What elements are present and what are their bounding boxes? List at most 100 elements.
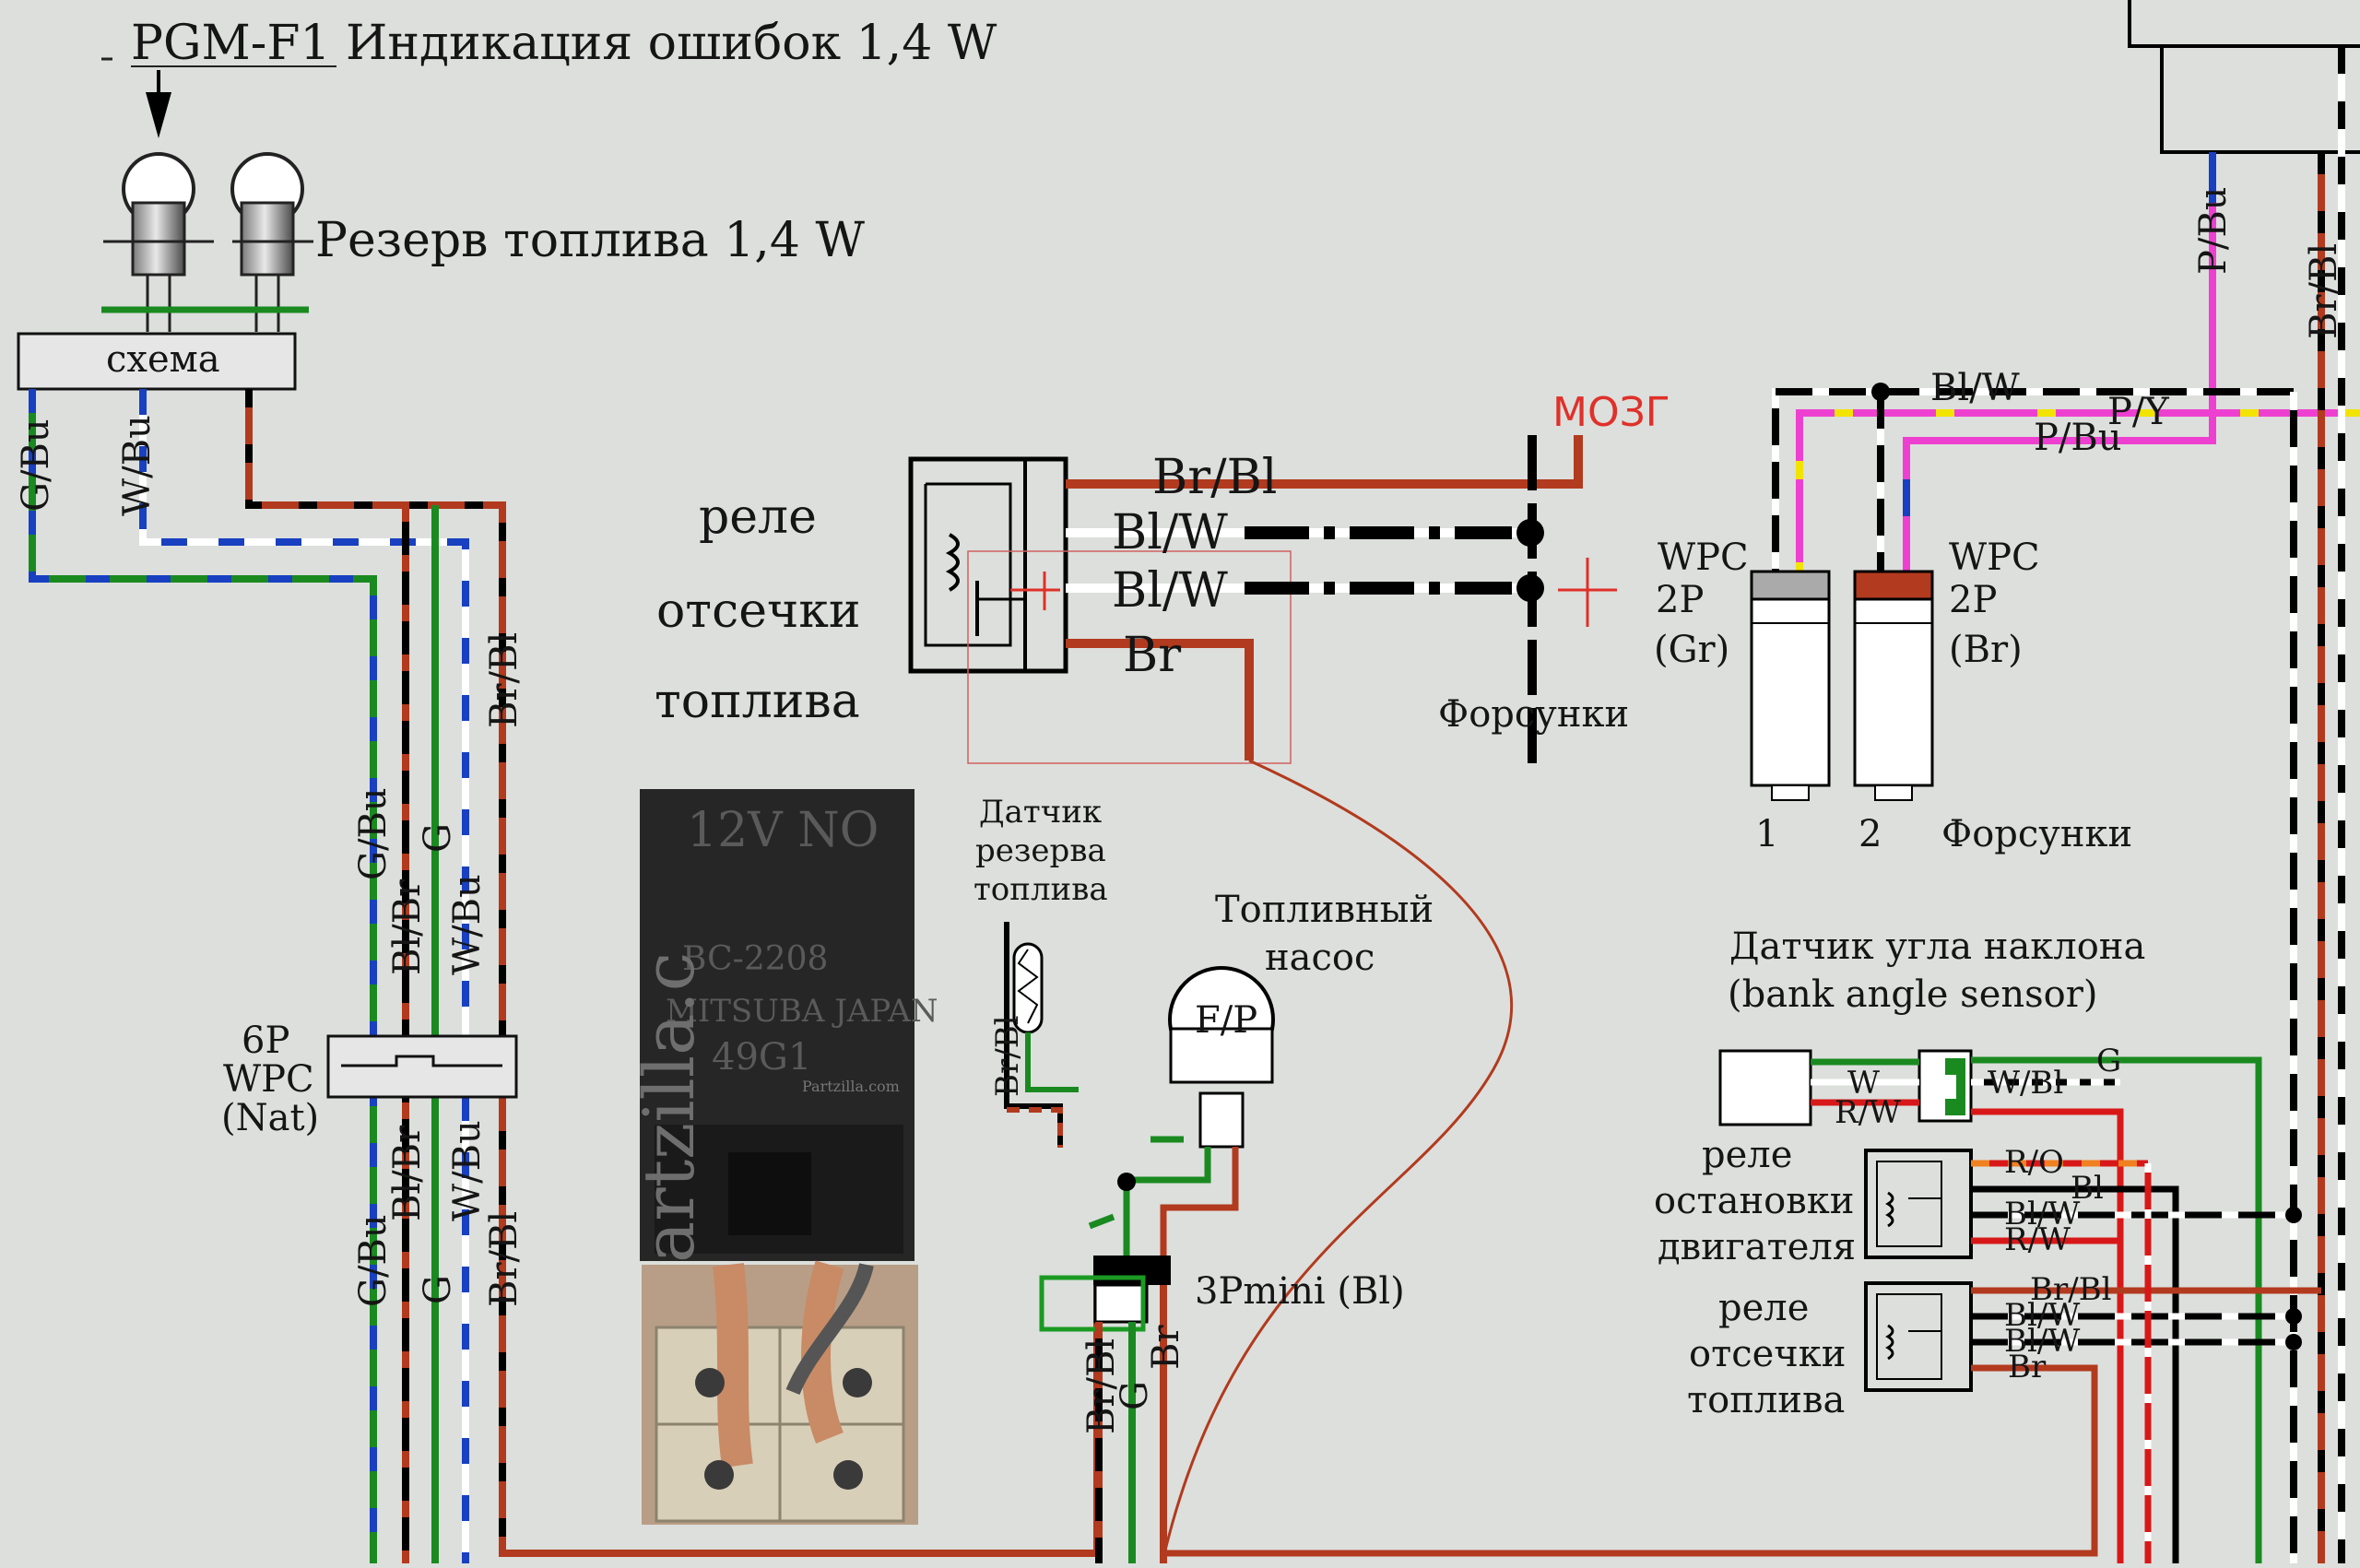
wpc-6p-connector <box>326 1034 518 1099</box>
relay-main-line1: реле <box>699 489 817 545</box>
relay-wire-br: Br <box>1123 628 1181 683</box>
relay-main-line3: топлива <box>655 674 860 729</box>
top-right-wires <box>1772 46 2360 1563</box>
wire-label-bl-br-mid: Bl/Br <box>386 878 429 975</box>
wire-label-w-bu-mid: W/Bu <box>446 874 489 975</box>
photo-text-4: 49G1 <box>712 1036 811 1079</box>
photo-text-3: MITSUBA JAPAN <box>666 993 938 1030</box>
relay-photo: 12V NO BC-2208 MITSUBA JAPAN 49G1 Partzi… <box>628 789 938 1263</box>
wpc-gr-line1: WPC <box>1658 536 1749 579</box>
wire-label-g-bot: G <box>417 1275 459 1304</box>
ecu-wire-p-bu: P/Bu <box>2192 186 2235 275</box>
main-relay-symbol <box>908 456 1292 764</box>
cut-relay-line3: топлива <box>1687 1379 1845 1421</box>
fuel-pump-wires <box>1088 1136 1239 1263</box>
ecu-wire-br-bl: Br/Bl <box>2303 243 2345 339</box>
fuel-reserve-lamp <box>230 152 313 332</box>
relay-bank-bl-w-1: Bl/W <box>2004 1196 2080 1232</box>
injector-1 <box>1750 570 1831 801</box>
ecu-wire-p-bu-2: P/Bu <box>2034 417 2122 459</box>
wire-label-g-bu-top: G/Bu <box>15 419 57 512</box>
fuel-pump-line2: насос <box>1265 937 1375 979</box>
title-text: PGM-F1 Индикация ошибок 1,4 W <box>131 16 997 71</box>
wire-label-g-bu-mid: G/Bu <box>352 787 395 880</box>
wpc-br-line3: (Br) <box>1949 629 2023 671</box>
mini3p-wire-br-bl: Br/Bl <box>1080 1338 1123 1434</box>
stop-relay-line2: остановки <box>1654 1180 1854 1222</box>
wpc-br-line1: WPC <box>1949 536 2040 579</box>
bank-wire-g: G <box>2096 1043 2121 1079</box>
photo-brand: Partzilla.com <box>802 1078 900 1095</box>
relay-bank-br: Br <box>2008 1349 2047 1385</box>
photo-text-2: BC-2208 <box>682 940 828 978</box>
relay-main-line2: отсечки <box>656 584 861 639</box>
wpc6p-line3: (Nat) <box>221 1097 319 1139</box>
wpc6p-line1: 6P <box>242 1020 289 1062</box>
schema-label: схема <box>106 338 220 381</box>
fuel-pump-symbol: F/P <box>1168 966 1275 1149</box>
wire-label-bl-br-bot: Bl/Br <box>386 1125 429 1221</box>
arrow-down-icon <box>146 92 171 138</box>
relay-bank-wires <box>1163 1160 2321 1563</box>
ecu-wire-bl-w: Bl/W <box>1930 367 2020 409</box>
fuel-sensor-symbol <box>1004 922 1079 1148</box>
wire-label-br-bl-bot: Br/Bl <box>483 1211 525 1307</box>
fuel-sensor-line1: Датчик <box>979 794 1102 831</box>
mini-3p-connector <box>1039 1256 1171 1332</box>
wpc6p-line2: WPC <box>223 1058 314 1101</box>
cut-relay-line2: отсечки <box>1689 1333 1846 1375</box>
relay-bank-bl-w-3: Bl/W <box>2004 1323 2080 1360</box>
wpc-br-line2: 2P <box>1949 579 1997 621</box>
mini3p-wires <box>1095 1285 1167 1563</box>
injector-num-2: 2 <box>1858 813 1882 855</box>
fuel-pump-line1: Топливный <box>1215 889 1434 931</box>
wire-label-w-bu-top: W/Bu <box>116 415 159 516</box>
bank-sensor-line2: (bank angle sensor) <box>1728 973 2097 1016</box>
injector-num-1: 1 <box>1755 813 1778 855</box>
photo-text-1: 12V NO <box>687 803 879 858</box>
fuel-reserve-lamp-label: Резерв топлива 1,4 W <box>315 213 865 268</box>
bank-wire-w: W <box>1847 1065 1880 1102</box>
schema-box <box>17 332 297 391</box>
relay-bank-r-o: R/O <box>2004 1144 2064 1181</box>
ecu-wire-p-y: P/Y <box>2107 391 2169 433</box>
stop-relay-line1: реле <box>1702 1134 1792 1176</box>
injector-2 <box>1853 570 1934 801</box>
relay-wire-bl-w-1: Bl/W <box>1112 505 1228 560</box>
cut-relay-symbol <box>1864 1281 1973 1392</box>
bank-wire-r-w: R/W <box>1835 1094 1901 1131</box>
stop-relay-line3: двигателя <box>1658 1226 1856 1268</box>
injectors-label-right: Форсунки <box>1941 813 2132 855</box>
warning-lamp-pgm <box>103 152 214 332</box>
fuel-sensor-line3: топлива <box>974 871 1108 908</box>
mini3p-wire-g: G <box>1114 1381 1156 1410</box>
mini3p-wire-br: Br <box>1145 1325 1187 1370</box>
bank-sensor-wires <box>1811 1056 2262 1563</box>
bank-wire-w-bl: W/Bl <box>1988 1065 2063 1102</box>
relay-output-wires <box>1066 435 1583 1559</box>
relay-bank-r-w: R/W <box>2004 1221 2071 1258</box>
wpc-gr-line2: 2P <box>1656 579 1704 621</box>
relay-bank-bl: Bl <box>2071 1170 2104 1207</box>
stop-relay-symbol <box>1864 1149 1973 1259</box>
connector-photo <box>642 1260 918 1525</box>
relay-bank-br-bl: Br/Bl <box>2030 1271 2112 1308</box>
wire-label-g-bu-bot: G/Bu <box>352 1214 395 1307</box>
relay-bank-bl-w-2: Bl/W <box>2004 1297 2080 1334</box>
fuel-pump-fp: F/P <box>1195 999 1257 1042</box>
title-group: PGM-F1 Индикация ошибок 1,4 W <box>101 16 997 138</box>
left-harness <box>29 389 1101 1563</box>
fuel-sensor-line2: резерва <box>975 832 1106 869</box>
relay-wire-bl-w-2: Bl/W <box>1112 563 1228 619</box>
mini3p-label: 3Pmini (Bl) <box>1195 1270 1405 1313</box>
wire-label-g-mid: G <box>417 823 459 853</box>
photo-watermark: artzilla.c <box>628 952 710 1263</box>
relay-wire-br-bl: Br/Bl <box>1152 450 1277 505</box>
wpc-gr-line3: (Gr) <box>1654 629 1729 671</box>
cut-relay-line1: реле <box>1718 1287 1809 1329</box>
wire-label-br-bl-top: Br/Bl <box>483 632 525 728</box>
bank-sensor-line1: Датчик угла наклона <box>1729 925 2145 968</box>
wire-label-w-bu-bot: W/Bu <box>446 1120 489 1221</box>
